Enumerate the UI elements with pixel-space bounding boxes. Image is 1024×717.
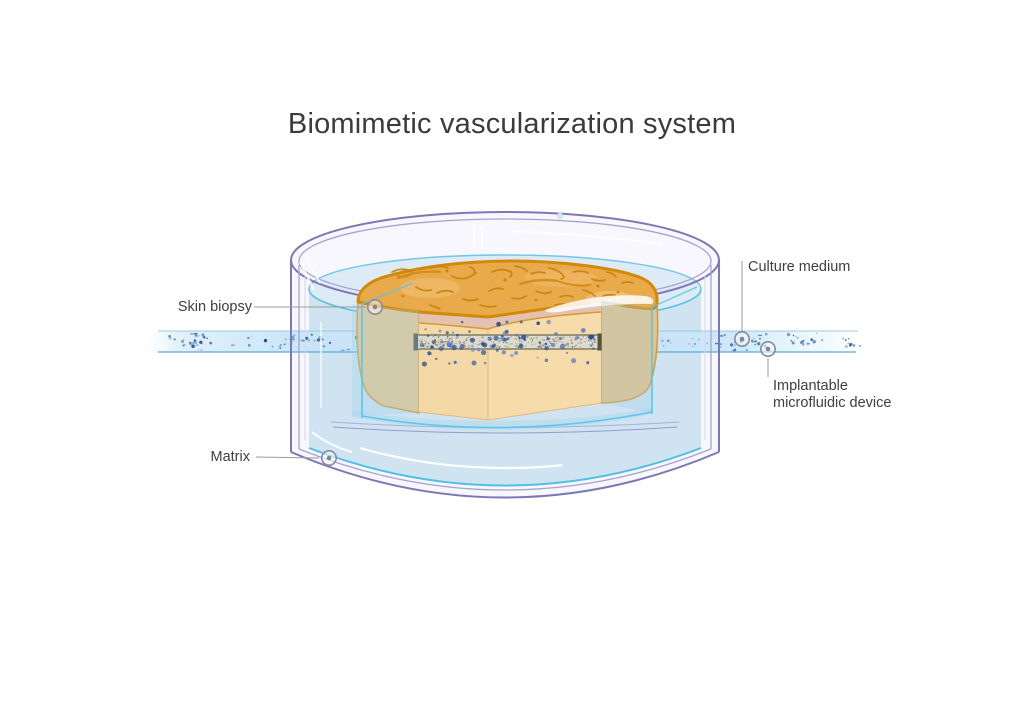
label-implantable-microfluidic-device: Implantable microfluidic device <box>773 378 892 411</box>
label-skin-biopsy: Skin biopsy <box>177 299 252 315</box>
matrix-leader-line <box>255 456 320 459</box>
label-matrix: Matrix <box>210 449 250 465</box>
implantable-device-marker-icon <box>759 340 776 357</box>
label-culture-medium: Culture medium <box>748 259 851 275</box>
skin-texture-dots <box>401 269 620 302</box>
culture-dish-outline <box>290 260 720 499</box>
page-title: Biomimetic vascularization system <box>287 108 737 140</box>
floor-bubble <box>624 488 644 497</box>
sprouting-cells <box>419 319 596 367</box>
liquid-highlights <box>311 322 563 470</box>
glass-highlights <box>299 225 663 291</box>
matrix-block <box>352 282 698 430</box>
surface-highlight <box>545 295 654 313</box>
skin-texture <box>391 265 634 310</box>
matrix-marker-icon <box>320 449 337 466</box>
rim-bubble <box>556 212 564 220</box>
skin-biopsy-illustration <box>356 259 659 421</box>
culture-medium-marker-icon <box>733 330 750 347</box>
skin-biopsy-marker-icon <box>366 298 383 315</box>
callouts <box>254 261 776 466</box>
